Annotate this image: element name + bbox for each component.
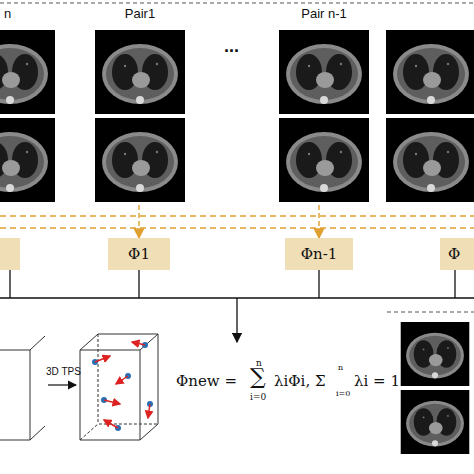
formula-text: i=0 [250, 392, 266, 402]
image-panel: Pair1 [95, 30, 185, 205]
image-panel: Pair n-1 [278, 30, 370, 205]
formula-text: λiΦi, Σ [274, 372, 326, 390]
panel-heading: Pair1 [95, 6, 185, 21]
field-label: Φ1 [128, 245, 150, 263]
panel-heading: n [0, 6, 55, 21]
formula-text: ∑ [250, 364, 266, 389]
field-box: Φn-1 [285, 238, 353, 270]
dashed-arrow [138, 205, 139, 238]
formula-text: λi = 1 [354, 372, 400, 390]
formula-text: ... [224, 36, 239, 57]
step-label: 3D TPS [46, 366, 81, 377]
formula-text: n [338, 363, 343, 372]
field-label: Φ [448, 245, 460, 263]
formula-text: Φnew = [176, 372, 237, 390]
field-label: Φn-1 [301, 245, 338, 263]
dashed-arrow [318, 205, 319, 238]
panel-heading: Pair n-1 [278, 6, 370, 21]
field-box: Φ [440, 238, 474, 270]
field-box: Φ1 [108, 238, 170, 270]
image-panel: n [0, 30, 55, 205]
formula-text: i=0 [336, 389, 350, 398]
